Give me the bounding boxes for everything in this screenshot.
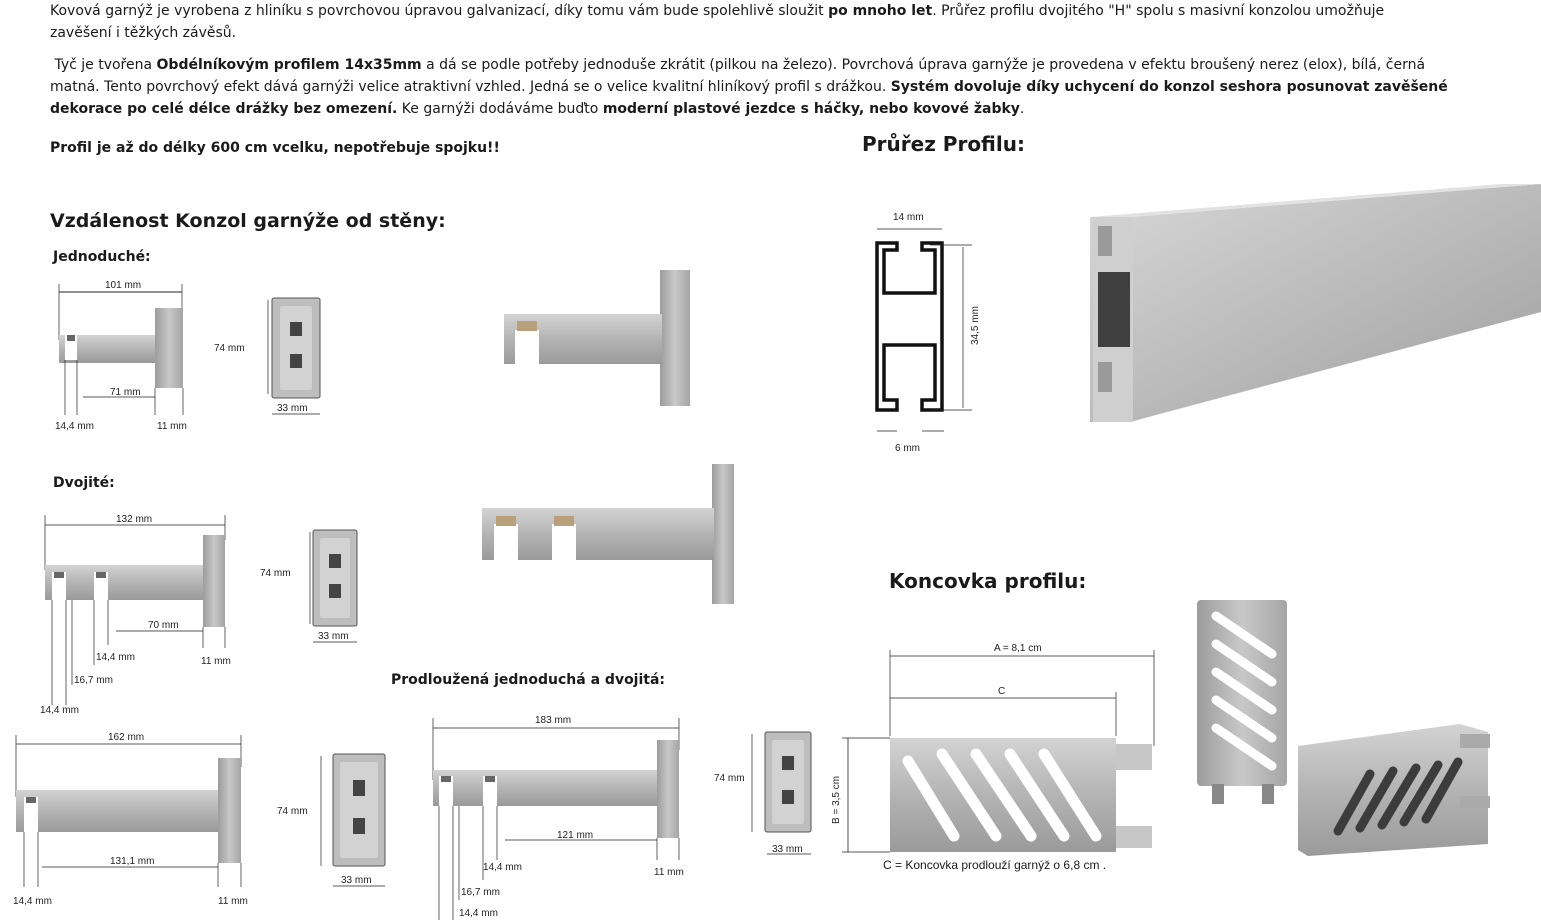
double-heading: Dvojité: [53, 475, 115, 491]
dim-ext-double-plate-width: 33 mm [772, 844, 803, 855]
intro-text: Kovová garnýž je vyrobena z hliníku s po… [50, 3, 829, 19]
dim-ext-double-a: 14,4 mm [483, 862, 522, 873]
dim-ext-double-inner: 121 mm [557, 830, 593, 841]
dim-profile-gap: 6 mm [895, 443, 920, 454]
extended-double-plate: 74 mm 33 mm [714, 731, 812, 855]
dim-ext-double-c: 14,4 mm [459, 908, 498, 919]
dim-double-inner: 70 mm [148, 620, 179, 631]
dim-ext-plate-height: 74 mm [277, 806, 308, 817]
dim-double-right: 11 mm [201, 656, 231, 667]
dim-ext-double-length: 183 mm [535, 715, 571, 726]
endcap-drawing: A = 8,1 cm C B = 3,5 cm [831, 643, 1155, 853]
dim-double-plate-height: 74 mm [260, 568, 291, 579]
endcap-heading: Koncovka profilu: [889, 569, 1087, 593]
intro-bold: Obdélníkovým profilem 14x35mm [156, 57, 422, 73]
dim-double-plate-width: 33 mm [318, 631, 349, 642]
single-heading: Jednoduché: [53, 249, 151, 265]
intro-text: Ke garnýži dodáváme buďto [397, 101, 603, 117]
intro-text: Tyč je tvořena [54, 57, 157, 73]
dim-plate-height: 74 mm [214, 343, 245, 354]
single-bracket-drawing: 101 mm 71 mm 14,4 mm 11 mm [55, 280, 187, 432]
dim-ext-double-b: 16,7 mm [461, 887, 500, 898]
dim-single-left: 14,4 mm [55, 421, 94, 432]
dim-endcap-b: B = 3,5 cm [831, 776, 842, 824]
extended-single-drawing: 162 mm 131,1 mm 14,4 mm 11 mm [13, 732, 248, 907]
intro-text: . [1019, 101, 1025, 117]
dim-profile-width: 14 mm [893, 212, 924, 223]
extended-single-plate: 74 mm 33 mm [277, 753, 386, 887]
double-bracket-drawing: 132 mm 70 mm 14,4 mm 16,7 mm 14,4 mm 11 … [40, 514, 231, 715]
single-bracket-photo [504, 270, 690, 406]
double-bracket-photo [482, 464, 734, 604]
dim-ext-double-right: 11 mm [654, 867, 684, 878]
dim-single-inner: 71 mm [110, 387, 141, 398]
extended-heading: Prodloužená jednoduchá a dvojitá: [391, 672, 666, 688]
intro-bold: po mnoho let [828, 3, 933, 19]
intro-paragraph-1: Kovová garnýž je vyrobena z hliníku s po… [50, 0, 1450, 44]
endcap-photos [1197, 600, 1490, 856]
dim-double-length: 132 mm [116, 514, 152, 525]
profile-length-note: Profil je až do délky 600 cm vcelku, nep… [50, 140, 500, 156]
dim-single-right: 11 mm [157, 421, 187, 432]
dim-ext-double-plate-height: 74 mm [714, 773, 745, 784]
dim-double-a: 14,4 mm [96, 652, 135, 663]
intro-bold: moderní plastové jezdce s háčky, nebo ko… [602, 101, 1020, 117]
dim-endcap-c: C [998, 686, 1005, 697]
profile-cross-section: 14 mm 34,5 mm 6 mm [875, 212, 981, 454]
single-plate-drawing: 74 mm 33 mm [214, 297, 321, 415]
intro-paragraph-2: Tyč je tvořena Obdélníkovým profilem 14x… [50, 54, 1450, 120]
dim-ext-single-length: 162 mm [108, 732, 144, 743]
distance-heading: Vzdálenost Konzol garnýže od stěny: [50, 210, 446, 232]
double-plate-drawing: 74 mm 33 mm [260, 529, 358, 643]
dim-profile-height: 34,5 mm [970, 306, 981, 345]
intro-bold: Systém dovoluje díky uchycení do konzol … [50, 79, 1448, 117]
intro-text: . Průřez profilu dvojitého "H" spolu s m… [50, 3, 1385, 41]
dim-ext-plate-width: 33 mm [341, 875, 372, 886]
dim-single-length: 101 mm [105, 280, 141, 291]
dim-ext-single-right: 11 mm [218, 896, 248, 907]
dim-ext-single-left: 14,4 mm [13, 896, 52, 907]
dim-double-b: 16,7 mm [74, 675, 113, 686]
profile-heading: Průřez Profilu: [862, 132, 1025, 156]
endcap-note: C = Koncovka prodlouží garnýž o 6,8 cm . [883, 858, 1107, 872]
dim-double-c: 14,4 mm [40, 705, 79, 715]
dim-ext-single-inner: 131,1 mm [110, 856, 154, 867]
profile-rail-photo [1090, 184, 1541, 422]
intro-text: a dá se podle potřeby jednoduše zkrátit … [50, 57, 1426, 95]
extended-double-drawing: 183 mm 121 mm 14,4 mm 16,7 mm 14,4 mm 11… [432, 715, 684, 920]
dim-endcap-a: A = 8,1 cm [994, 643, 1042, 654]
dim-plate-width: 33 mm [277, 403, 308, 414]
